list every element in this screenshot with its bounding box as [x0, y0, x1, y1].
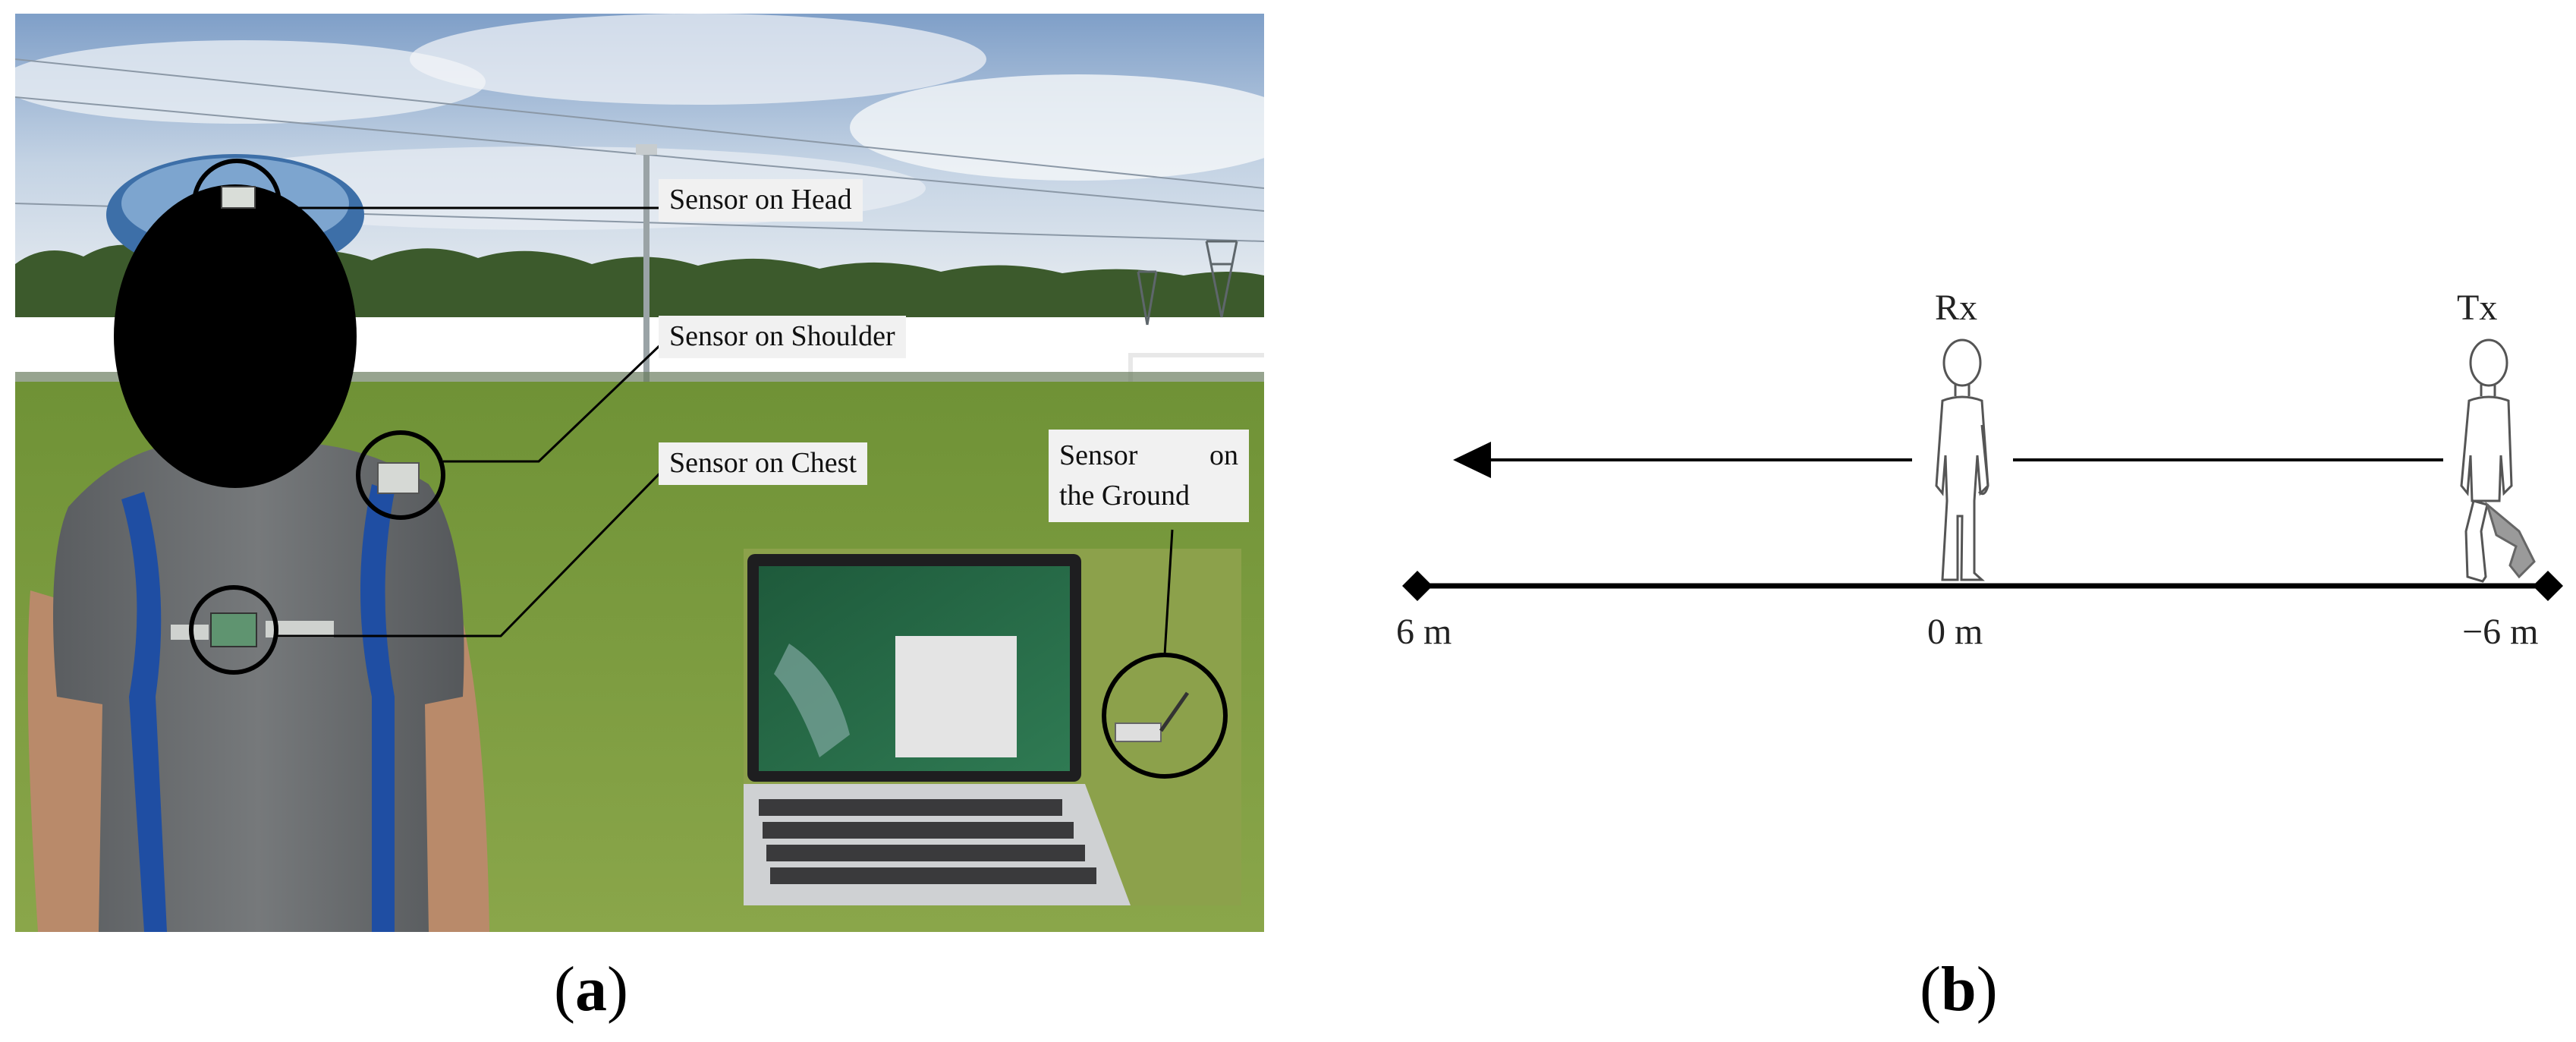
caption-b-open: (: [1920, 954, 1941, 1025]
chest-sensor: [210, 612, 257, 647]
chest-sensor-circle: [189, 585, 278, 675]
shoulder-leader-line: [443, 340, 665, 463]
head-sensor-circle: [192, 159, 282, 248]
inset-photo: [744, 549, 1241, 905]
receiver-label: Rx: [1935, 288, 1978, 328]
field-photo: Sensor on Head Sensor on Shoulder Sensor…: [15, 14, 1264, 932]
head-sensor: [221, 186, 256, 209]
label-sensor-ground-word1: Sensor: [1059, 439, 1138, 471]
caption-b-close: ): [1976, 954, 1998, 1025]
axis-end-marker-left: [1402, 571, 1433, 601]
label-sensor-ground: Sensor on the Ground: [1049, 430, 1249, 523]
light-pole: [643, 150, 650, 393]
label-sensor-chest: Sensor on Chest: [659, 442, 867, 485]
walking-direction-arrowhead: [1453, 442, 1491, 478]
shoulder-sensor-circle: [356, 430, 445, 520]
face-blackout: [114, 184, 357, 488]
transmitter-label: Tx: [2457, 288, 2498, 328]
walking-diagram-svg: [1402, 338, 2563, 601]
chest-leader-line: [276, 467, 665, 637]
walking-diagram: Rx Tx 6 m 0 m −6 m: [1335, 0, 2576, 956]
caption-a-letter: a: [574, 954, 607, 1025]
tick-label-0m: 0 m: [1927, 612, 1983, 652]
field-photo-illustration: [15, 14, 1264, 932]
receiver-person-icon: [1935, 338, 1989, 581]
label-sensor-shoulder: Sensor on Shoulder: [659, 316, 906, 358]
shoulder-sensor: [377, 462, 420, 494]
tick-label-minus-6m: −6 m: [2462, 612, 2539, 652]
label-sensor-ground-word2: on: [1209, 439, 1238, 471]
transmitter-person-icon: [2460, 338, 2536, 583]
person: [27, 154, 489, 932]
axis-end-marker-right: [2533, 571, 2563, 601]
label-sensor-head: Sensor on Head: [659, 179, 863, 222]
label-sensor-ground-line2: the Ground: [1059, 480, 1190, 512]
caption-a: (a): [554, 952, 628, 1026]
caption-b-letter: b: [1940, 954, 1977, 1025]
ground-leader-line: [1163, 529, 1174, 656]
ground-sensor: [1115, 722, 1162, 742]
caption-b: (b): [1920, 952, 1998, 1026]
caption-a-close: ): [606, 954, 628, 1025]
caption-a-open: (: [554, 954, 575, 1025]
power-pylon: [1137, 240, 1238, 326]
tick-label-6m: 6 m: [1396, 612, 1452, 652]
